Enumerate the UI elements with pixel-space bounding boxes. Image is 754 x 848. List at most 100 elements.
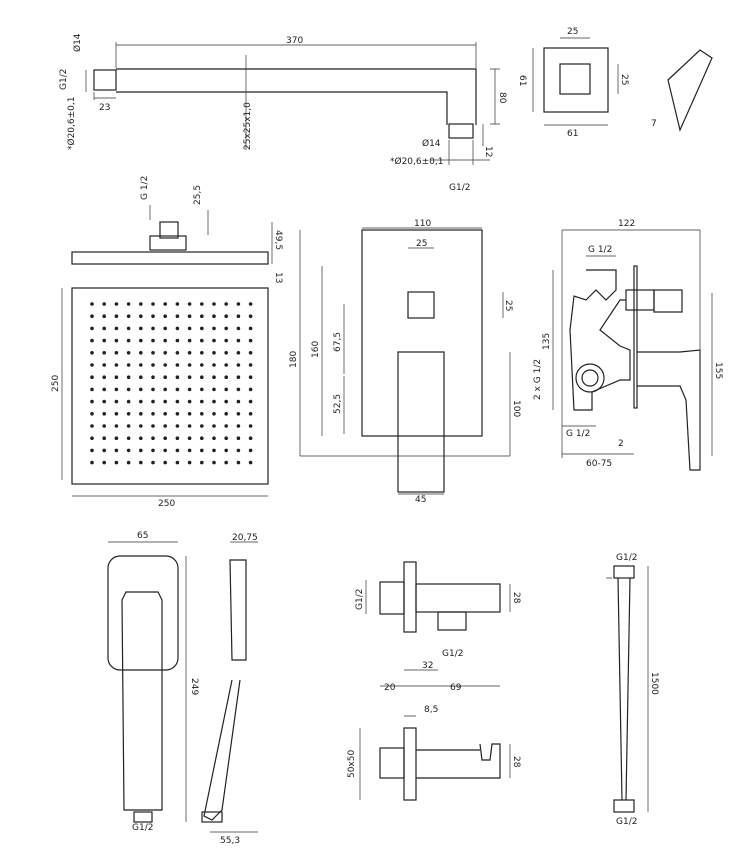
nozzle bbox=[236, 387, 241, 392]
nozzle bbox=[236, 314, 241, 319]
nozzle bbox=[175, 460, 180, 465]
nozzle bbox=[139, 460, 143, 465]
nozzle bbox=[163, 448, 167, 453]
outlet-thread-b-label: G1/2 bbox=[442, 649, 463, 659]
nozzle bbox=[163, 399, 167, 404]
nozzle bbox=[212, 387, 216, 392]
nozzle bbox=[151, 326, 155, 331]
nozzle bbox=[163, 436, 167, 441]
nozzle bbox=[187, 375, 192, 380]
flange-675-label: 67,5 bbox=[333, 332, 343, 352]
nozzle bbox=[187, 412, 192, 416]
nozzle bbox=[163, 375, 167, 380]
nozzle bbox=[248, 375, 253, 380]
nozzle bbox=[126, 412, 131, 416]
shower-holder-drawing: 8,5 50x50 28 bbox=[347, 705, 521, 801]
nozzle bbox=[187, 326, 192, 331]
nozzle bbox=[236, 326, 241, 331]
mixer-6075-label: 60-75 bbox=[586, 459, 612, 469]
cover-plate-drawing: 25 61 61 25 7 bbox=[517, 27, 713, 139]
nozzle bbox=[114, 375, 119, 380]
nozzle bbox=[102, 351, 106, 355]
nozzle bbox=[236, 424, 241, 428]
hand-553-label: 55,3 bbox=[220, 836, 240, 846]
nozzle bbox=[114, 351, 119, 355]
nozzle bbox=[248, 326, 253, 331]
nozzle bbox=[236, 460, 241, 465]
nozzle bbox=[212, 314, 216, 319]
holder-50x50-label: 50x50 bbox=[347, 749, 357, 778]
cover-7-label: 7 bbox=[651, 119, 657, 129]
nozzle bbox=[90, 448, 94, 453]
nozzle bbox=[212, 436, 216, 441]
nozzle bbox=[187, 387, 192, 392]
nozzle bbox=[90, 338, 94, 343]
nozzle bbox=[175, 363, 180, 367]
nozzle bbox=[187, 314, 192, 319]
nozzle bbox=[139, 351, 143, 355]
nozzle bbox=[212, 460, 216, 465]
nozzle bbox=[200, 375, 204, 380]
head-250v-label: 250 bbox=[51, 375, 61, 392]
nozzle bbox=[212, 399, 216, 404]
nozzle bbox=[151, 412, 155, 416]
flange-25-label: 25 bbox=[416, 239, 427, 249]
nozzle bbox=[200, 412, 204, 416]
nozzle bbox=[224, 338, 228, 343]
mixer-thread-top-label: G 1/2 bbox=[588, 245, 612, 255]
nozzle bbox=[248, 436, 253, 441]
nozzle bbox=[90, 412, 94, 416]
nozzle bbox=[175, 387, 180, 392]
nozzle bbox=[102, 338, 106, 343]
nozzle bbox=[126, 436, 131, 441]
nozzle bbox=[102, 460, 106, 465]
cover-25v-label: 25 bbox=[619, 74, 629, 85]
nozzle bbox=[151, 448, 155, 453]
nozzle bbox=[236, 412, 241, 416]
nozzle bbox=[212, 302, 216, 306]
nozzle bbox=[200, 387, 204, 392]
hand-249-label: 249 bbox=[189, 678, 199, 695]
nozzle bbox=[102, 412, 106, 416]
nozzle bbox=[200, 460, 204, 465]
nozzle bbox=[212, 448, 216, 453]
nozzle bbox=[90, 460, 94, 465]
nozzle bbox=[248, 460, 253, 465]
flange-525-label: 52,5 bbox=[333, 394, 343, 414]
nozzle bbox=[175, 399, 180, 404]
nozzle bbox=[212, 363, 216, 367]
nozzle bbox=[114, 302, 119, 306]
nozzle bbox=[139, 412, 143, 416]
nozzle bbox=[102, 314, 106, 319]
flange-180-label: 180 bbox=[289, 351, 299, 368]
nozzle bbox=[151, 351, 155, 355]
nozzle bbox=[126, 314, 131, 319]
nozzle bbox=[139, 363, 143, 367]
nozzle bbox=[114, 399, 119, 404]
nozzle bbox=[224, 302, 228, 306]
nozzle bbox=[248, 314, 253, 319]
nozzle bbox=[126, 399, 131, 404]
nozzle bbox=[200, 363, 204, 367]
nozzle bbox=[126, 326, 131, 331]
cover-61-label: 61 bbox=[567, 129, 578, 139]
nozzle bbox=[248, 399, 253, 404]
nozzle bbox=[102, 436, 106, 441]
nozzle bbox=[151, 363, 155, 367]
nozzle bbox=[163, 424, 167, 428]
nozzle bbox=[212, 375, 216, 380]
nozzle bbox=[200, 436, 204, 441]
nozzle bbox=[90, 326, 94, 331]
arm-length-label: 370 bbox=[286, 36, 303, 46]
head-thread-label: G 1/2 bbox=[140, 176, 150, 200]
nozzle bbox=[224, 351, 228, 355]
nozzle bbox=[139, 387, 143, 392]
nozzle bbox=[187, 363, 192, 367]
hand-65-label: 65 bbox=[137, 531, 148, 541]
mixer-flange-drawing: 110 25 25 180 160 67,5 52,5 100 45 bbox=[289, 219, 521, 505]
arm-thread-b-label: G1/2 bbox=[449, 183, 470, 193]
nozzle bbox=[114, 387, 119, 392]
nozzle bbox=[163, 412, 167, 416]
flange-110-label: 110 bbox=[414, 219, 431, 229]
